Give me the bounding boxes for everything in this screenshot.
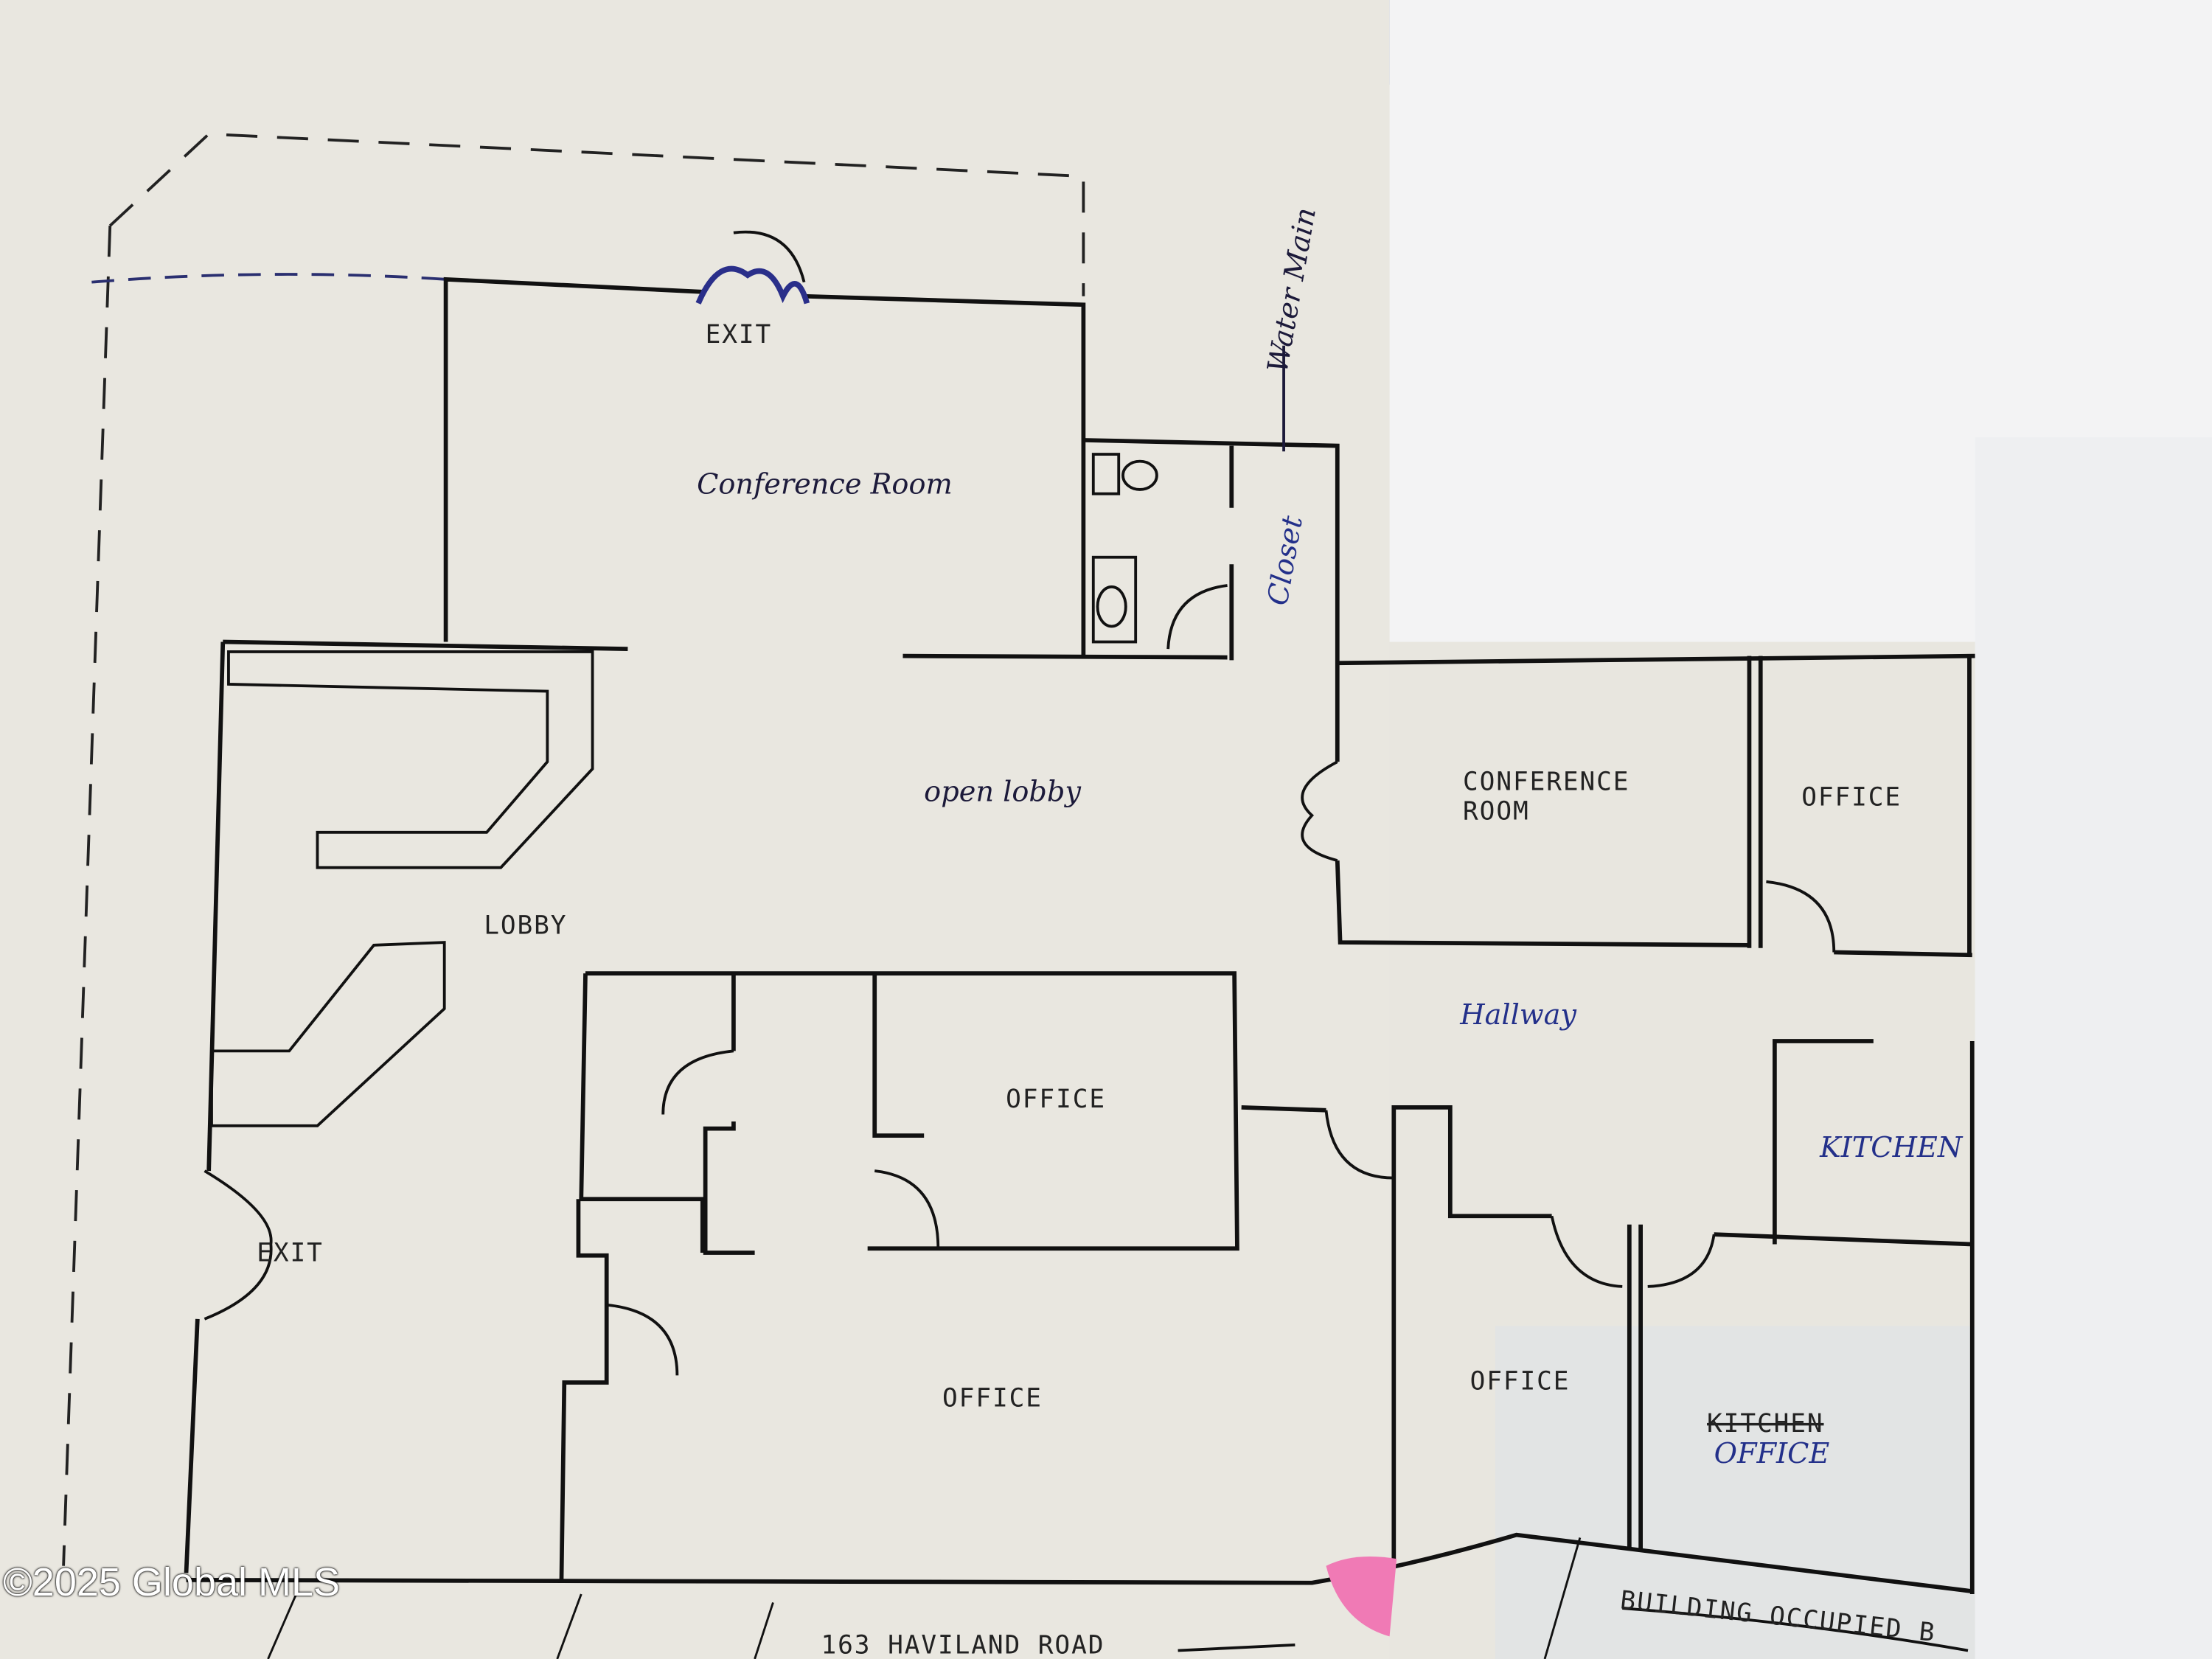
label-hallway: Hallway xyxy=(1459,998,1576,1032)
label-kitchen-hand: KITCHEN xyxy=(1819,1131,1964,1164)
highlighter-mark xyxy=(1326,1556,1397,1637)
label-office-hand: OFFICE xyxy=(1714,1437,1830,1470)
main-sheet xyxy=(0,0,1390,1659)
label-conference-room-hand: Conference Room xyxy=(697,468,953,501)
label-kitchen-struck: KITCHEN xyxy=(1707,1409,1823,1439)
label-office-center: OFFICE xyxy=(1006,1085,1106,1114)
label-exit-top: EXIT xyxy=(706,320,773,349)
street-underline xyxy=(1178,1643,1295,1652)
watermark: ©2025 Global MLS xyxy=(3,1560,341,1604)
label-office-right-top: OFFICE xyxy=(1801,782,1902,812)
label-conference-line2: ROOM xyxy=(1463,797,1530,827)
label-lobby: LOBBY xyxy=(484,911,567,941)
label-office-right: OFFICE xyxy=(1470,1367,1571,1397)
street-label: 163 HAVILAND ROAD xyxy=(821,1630,1105,1659)
shaded-area xyxy=(1495,1326,1975,1659)
label-open-lobby: open lobby xyxy=(924,776,1081,809)
property-boundary xyxy=(62,132,1085,1566)
label-conference-line1: CONFERENCE xyxy=(1463,767,1630,796)
label-office-bottom: OFFICE xyxy=(942,1384,1043,1413)
doors xyxy=(204,230,1836,1376)
overlay-paper-right xyxy=(1975,437,2212,1659)
scribble-mark xyxy=(695,265,810,305)
label-exit-left: EXIT xyxy=(257,1238,324,1267)
site-lines xyxy=(267,1537,1969,1659)
